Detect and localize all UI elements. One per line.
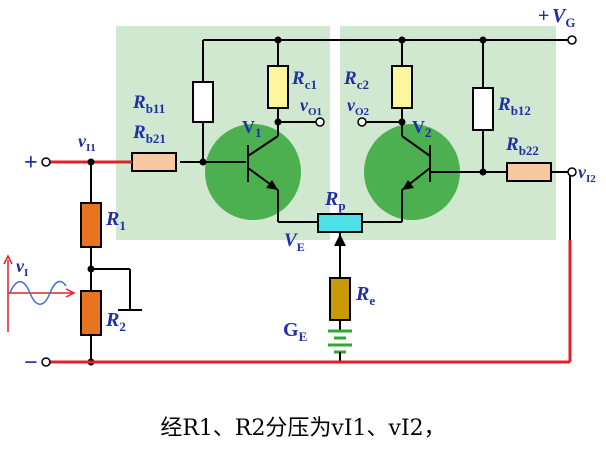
resistor-r2: [80, 290, 102, 336]
input-signal-graph: [3, 254, 76, 332]
junction-dot: [479, 168, 487, 176]
caption: 经R1、R2分压为vI1、vI2，: [160, 416, 446, 441]
svg-text:vI2: vI2: [578, 162, 596, 185]
svg-text:VG: VG: [552, 5, 575, 30]
svg-text:vI1: vI1: [78, 131, 96, 154]
emitter-arrow: [402, 180, 414, 190]
junction-dot: [479, 36, 487, 44]
junction-dot: [274, 118, 282, 126]
wiper-arrow: [334, 234, 346, 246]
svg-text:vO2: vO2: [347, 95, 370, 118]
svg-text:V2: V2: [412, 117, 432, 140]
transistor-v1-symbol: [247, 110, 279, 222]
svg-text:R1: R1: [105, 208, 126, 233]
resistor-rb12: [472, 87, 494, 131]
svg-text:VE: VE: [284, 230, 305, 254]
junction-dot: [398, 118, 406, 126]
potentiometer-rp: [317, 213, 363, 233]
resistor-re: [329, 277, 351, 321]
vi2-terminal: [567, 167, 577, 177]
junction-dot: [87, 265, 95, 273]
svg-text:Rc1: Rc1: [291, 68, 317, 92]
junction-dot: [199, 158, 207, 166]
svg-text:Rb21: Rb21: [132, 122, 166, 146]
supply-rail: [202, 39, 568, 88]
vo2-terminal: [357, 117, 367, 127]
junction-dot: [398, 36, 406, 44]
svg-text:V1: V1: [242, 117, 262, 140]
return-wire: [50, 240, 572, 364]
svg-text:vO1: vO1: [300, 95, 322, 118]
svg-text:R2: R2: [105, 309, 126, 334]
svg-text:Rc2: Rc2: [343, 68, 369, 92]
svg-text:+: +: [24, 150, 38, 176]
svg-text:Rb12: Rb12: [497, 94, 531, 118]
input-minus-terminal: [41, 357, 51, 367]
resistor-rb21: [131, 152, 177, 172]
resistor-rb22: [506, 162, 552, 182]
svg-text:Re: Re: [355, 283, 375, 308]
right-panel: [340, 26, 556, 240]
svg-text:Rb11: Rb11: [132, 92, 165, 116]
resistor-rb11: [192, 81, 214, 123]
svg-text:GE: GE: [283, 319, 307, 344]
input-plus-terminal: [41, 157, 51, 167]
svg-text:vI: vI: [16, 256, 28, 279]
svg-text:Rp: Rp: [324, 188, 346, 213]
resistor-rc2: [391, 65, 413, 109]
vg-terminal: [567, 35, 577, 45]
transistor-v2-body: [364, 124, 460, 220]
svg-text:−: −: [24, 350, 38, 376]
resistor-rc1: [267, 65, 289, 109]
battery-ge: [328, 329, 352, 354]
svg-text:+: +: [538, 5, 549, 27]
svg-text:Rb22: Rb22: [505, 134, 539, 158]
emitter-arrow: [266, 180, 278, 190]
junction-dot: [274, 36, 282, 44]
resistor-r1: [80, 202, 102, 248]
vo1-terminal: [315, 117, 325, 127]
